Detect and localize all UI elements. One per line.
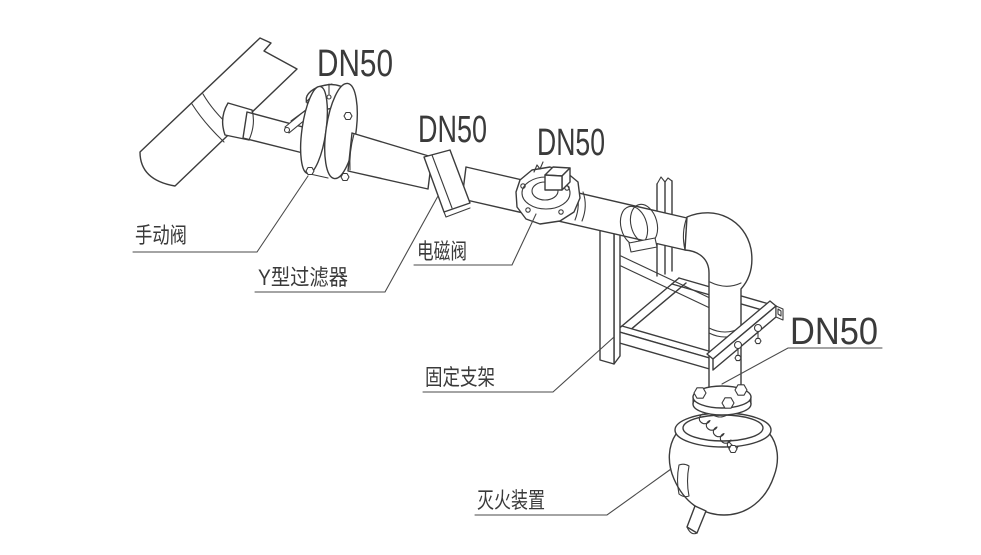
pipe-coupling-band xyxy=(191,103,225,143)
pipe-seam xyxy=(349,133,355,171)
leader-y-strainer xyxy=(254,195,439,293)
discharge-nozzle xyxy=(686,505,707,534)
tank-rim-inner xyxy=(682,414,764,442)
strainer-band xyxy=(423,149,471,213)
flange-bolt xyxy=(343,111,353,121)
solenoid-valve xyxy=(515,161,586,225)
leader-mounting-bracket xyxy=(422,336,615,393)
flange-bolt xyxy=(305,166,315,176)
label-fire-device: 灭火装置 xyxy=(477,488,545,513)
flange-bolt xyxy=(340,172,350,182)
leader-dn50-tank xyxy=(721,347,883,385)
elbow-seam xyxy=(709,281,742,287)
frame-brace xyxy=(620,255,713,310)
rail-bolt-nut xyxy=(734,354,742,362)
bracket-left-post xyxy=(613,226,621,365)
label-y-strainer: Y型过滤器 xyxy=(258,265,348,290)
strainer-lip xyxy=(443,207,471,218)
leader-fire-device xyxy=(474,468,672,516)
body-bolt xyxy=(558,209,564,215)
label-mounting-bracket: 固定支架 xyxy=(425,365,495,390)
lever-grip xyxy=(283,126,291,134)
supply-pipe xyxy=(139,37,315,187)
mounting-bracket-front xyxy=(706,300,784,371)
leader-manual-valve xyxy=(132,175,309,253)
detector-coil xyxy=(698,413,739,451)
coil-bolt xyxy=(728,444,738,454)
leader-lines xyxy=(132,175,883,516)
pipe-clamp xyxy=(619,203,659,253)
back-post-break xyxy=(656,176,673,185)
flange-nut xyxy=(721,397,735,409)
y-strainer xyxy=(423,149,471,218)
strainer-seam xyxy=(431,154,453,209)
pipe-run xyxy=(347,132,433,190)
body-bolt xyxy=(520,183,526,189)
flange-nut xyxy=(693,387,707,399)
tank-side-slot xyxy=(676,463,690,498)
fire-extinguishing-device xyxy=(668,403,779,535)
label-solenoid-valve: 电磁阀 xyxy=(417,239,467,264)
elbow-seam xyxy=(682,216,688,251)
dn50-label-tank-pipe: DN50 xyxy=(790,311,878,353)
dn50-label-manual-valve: DN50 xyxy=(317,43,393,85)
tank-flange xyxy=(692,384,752,416)
flange-edge xyxy=(692,396,752,405)
rail-bolt xyxy=(753,323,763,333)
leader-solenoid-valve xyxy=(413,213,537,266)
dn50-label-strainer: DN50 xyxy=(418,109,487,151)
coil-box xyxy=(544,174,563,191)
labels: DN50 DN50 DN50 DN50 手动阀 Y型过滤器 电磁阀 固定支架 灭… xyxy=(135,43,878,513)
dn50-label-solenoid: DN50 xyxy=(537,122,605,164)
clamp-foot xyxy=(628,237,658,253)
nozzle-end xyxy=(686,526,698,535)
rail-bolt-stud xyxy=(737,331,759,357)
rail-bolt-nut xyxy=(754,337,762,345)
rail-end-cap-inner xyxy=(777,308,782,317)
label-manual-valve: 手动阀 xyxy=(135,223,187,248)
flange-link xyxy=(309,83,333,179)
flange-nut xyxy=(734,384,748,396)
rail-end-cap xyxy=(775,305,784,321)
tee-seam xyxy=(248,109,255,141)
gear-hub xyxy=(326,94,332,100)
body-bolt xyxy=(525,207,531,213)
coil-wire xyxy=(533,161,544,173)
tank-bowl xyxy=(668,432,779,516)
rail-bolt xyxy=(733,340,743,350)
main-pipe xyxy=(139,37,298,187)
